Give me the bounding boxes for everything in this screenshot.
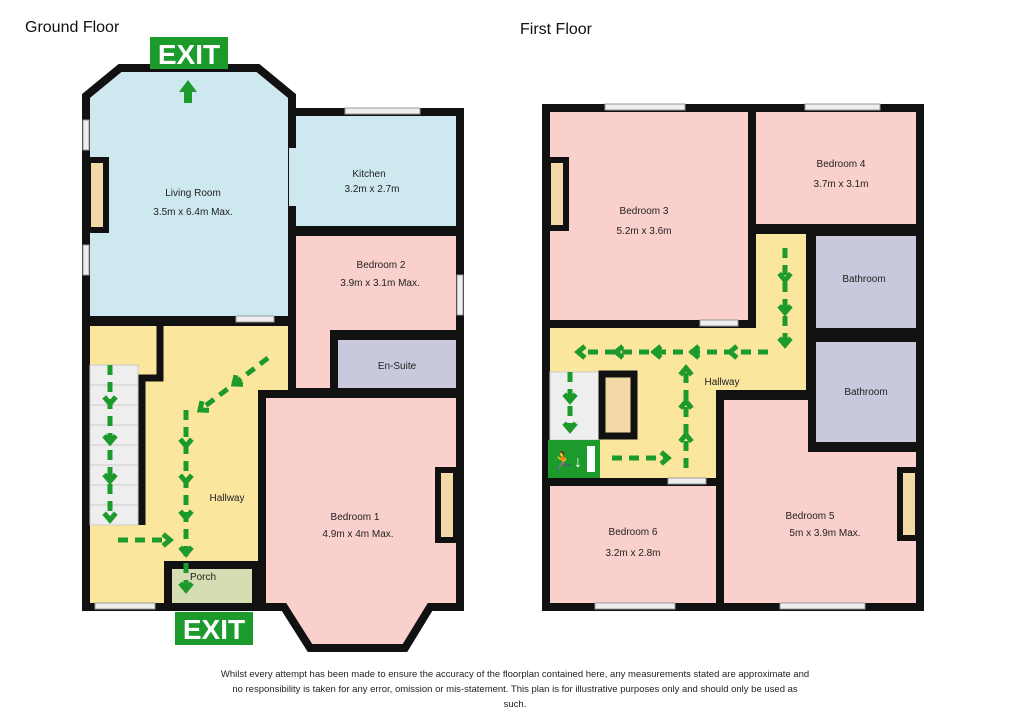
first-floor-title: First Floor — [520, 21, 592, 38]
fireplace — [897, 467, 921, 541]
fireplace — [435, 467, 459, 543]
first-floor-plan: 🏃 ↓ Bedroom 3 5.2m x 3.6m Bedroom 4 3.7m… — [542, 103, 924, 611]
route-arrow-icon — [161, 532, 174, 548]
room-size: 5.2m x 3.6m — [616, 226, 671, 237]
ground-floor-title: Ground Floor — [25, 19, 120, 36]
route-arrow-icon — [230, 374, 244, 387]
route-arrow-icon — [178, 437, 194, 450]
window — [344, 107, 421, 115]
route-arrow-icon — [178, 545, 194, 558]
window — [94, 602, 156, 610]
route-arrow-icon — [777, 271, 793, 285]
room-name: Kitchen — [352, 169, 385, 180]
room-name: En-Suite — [378, 361, 417, 372]
door — [667, 477, 707, 485]
window — [804, 103, 881, 111]
room-size: 3.7m x 3.1m — [813, 179, 868, 190]
bedroom-1 — [258, 390, 464, 652]
route-arrow-icon — [178, 473, 194, 486]
fireplace — [545, 157, 569, 231]
room-name: Bathroom — [844, 387, 887, 398]
room-name: Hallway — [209, 493, 244, 504]
exit-arrow-icon — [179, 80, 197, 103]
route-arrow-icon — [102, 395, 118, 408]
room-size: 3.5m x 6.4m Max. — [153, 207, 232, 218]
window — [82, 119, 90, 151]
route-arrow-icon — [659, 450, 672, 466]
running-man-icon: 🏃 — [552, 450, 574, 471]
room-name: Bedroom 1 — [331, 512, 380, 523]
door — [699, 319, 739, 327]
room-name: Bathroom — [842, 274, 885, 285]
route-arrow-icon — [678, 430, 694, 444]
window — [82, 244, 90, 276]
exit-sign-label: EXIT — [158, 39, 220, 70]
route-arrow-icon — [102, 434, 118, 447]
room-name: Living Room — [165, 188, 221, 199]
route-arrow-icon — [178, 509, 194, 522]
exit-sign-label: EXIT — [183, 614, 245, 645]
stairs — [549, 371, 601, 441]
route-arrow-icon — [178, 581, 194, 594]
room-name: Bedroom 2 — [357, 260, 406, 271]
bedroom-5 — [716, 392, 924, 611]
room-name: Bedroom 6 — [609, 527, 658, 538]
room-name: Bedroom 5 — [786, 511, 835, 522]
window — [594, 602, 676, 610]
exit-sign-bottom — [175, 612, 253, 645]
route-arrow-icon — [562, 392, 578, 405]
ground-floor-plan: EXIT EXIT Living Room 3.5m x 6.4m Max. K… — [82, 37, 464, 652]
bedroom-6 — [542, 478, 724, 611]
window — [604, 103, 686, 111]
chimney — [598, 370, 638, 440]
door — [235, 315, 275, 323]
route-arrow-icon — [726, 344, 739, 360]
route-arrow-icon — [612, 344, 625, 360]
route-arrow-icon — [777, 336, 793, 349]
disclaimer: Whilst every attempt has been made to en… — [220, 669, 810, 710]
en-suite — [330, 332, 464, 396]
down-arrow-icon: ↓ — [574, 454, 582, 471]
room-size: 3.9m x 3.1m Max. — [340, 278, 419, 289]
room-size: 5m x 3.9m Max. — [789, 528, 860, 539]
room-size: 4.9m x 4m Max. — [322, 529, 393, 540]
evacuation-routes — [102, 248, 793, 594]
route-arrow-icon — [574, 344, 587, 360]
room-size: 3.2m x 2.8m — [605, 548, 660, 559]
window — [779, 602, 866, 610]
fireplace — [85, 157, 109, 233]
room-name: Porch — [190, 572, 216, 583]
bathroom-1 — [808, 228, 924, 336]
route-arrow-icon — [678, 364, 694, 377]
route-arrow-icon — [196, 400, 210, 413]
fire-exit-sign: 🏃 ↓ — [548, 440, 600, 478]
room-name: Bedroom 3 — [620, 206, 669, 217]
bathroom-2 — [808, 334, 924, 450]
route-arrow-icon — [562, 421, 578, 434]
window — [456, 274, 464, 316]
route-arrow-icon — [102, 511, 118, 524]
route-arrow-icon — [102, 472, 118, 486]
exit-sign-top — [150, 37, 228, 69]
room-name: Bedroom 4 — [817, 159, 866, 170]
room-name: Hallway — [704, 377, 739, 388]
route-arrow-icon — [678, 397, 694, 410]
route-arrow-icon — [650, 344, 663, 360]
room-size: 3.2m x 2.7m — [344, 184, 399, 195]
kitchen-opening — [289, 148, 297, 206]
route-arrow-icon — [688, 344, 701, 360]
route-arrow-icon — [777, 304, 793, 317]
stairs — [89, 325, 164, 526]
